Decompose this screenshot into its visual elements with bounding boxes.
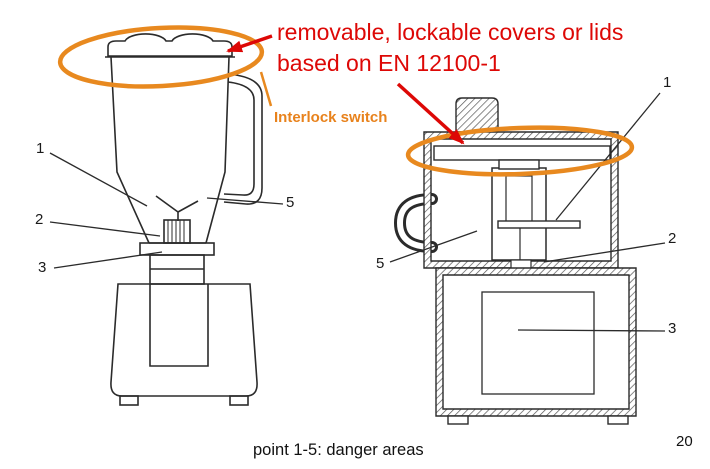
processor-knob [455,97,499,133]
interlock-connector-line [259,71,273,107]
processor-base [435,267,637,417]
interlock-switch-label: Interlock switch [274,109,388,126]
covers-annotation-line2: based on EN 12100-1 [277,50,501,76]
blender-danger-label-2: 2 [35,211,44,228]
blender-leader-lines [49,152,284,269]
processor-blade-bar [497,220,581,229]
blender-blades [155,195,199,221]
processor-figure [393,97,637,425]
blender-danger-label-1: 1 [36,140,45,157]
red-arrow-left [226,34,273,53]
covers-annotation-line1: removable, lockable covers or lids [277,19,624,45]
red-arrow-right [396,82,465,145]
processor-bowl [491,167,547,261]
blender-base [110,283,258,397]
caption: point 1-5: danger areas [253,441,424,459]
blender-lid [107,33,233,57]
highlight-ellipses [57,25,635,177]
processor-danger-label-1: 1 [663,74,672,91]
processor-lid-highlight-ellipse [405,125,635,177]
processor-lid [433,145,611,161]
processor-danger-label-2: 2 [668,230,677,247]
blender-danger-label-5: 5 [286,194,295,211]
blender-figure [105,33,263,406]
covers-annotation: removable, lockable covers or lids based… [277,17,623,79]
blender-lid-highlight-ellipse [57,25,265,89]
blender-jar [110,56,150,244]
processor-danger-label-5: 5 [376,255,385,272]
page-number: 20 [676,433,693,450]
blender-handle [223,73,263,205]
processor-danger-label-3: 3 [668,320,677,337]
red-annotation-arrows [226,34,465,145]
processor-leader-lines [389,92,666,332]
blender-danger-label-3: 3 [38,259,47,276]
processor-base-panel [481,291,595,395]
